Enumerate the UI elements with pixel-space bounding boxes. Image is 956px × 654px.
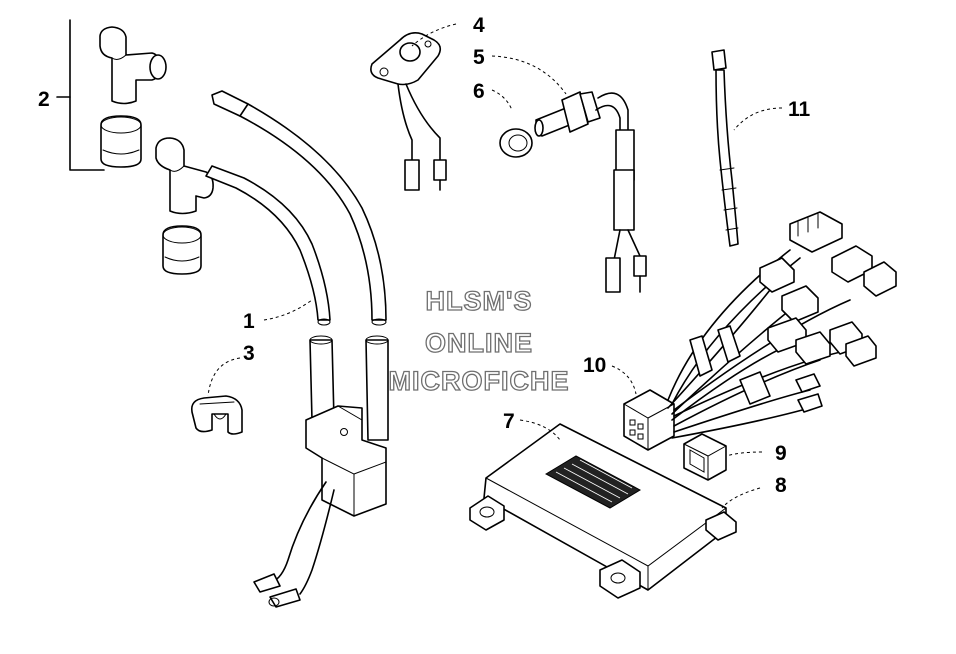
cdi-decal: [544, 455, 642, 509]
ignition-coil-assembly: [205, 90, 389, 608]
watermark-line-3: MICROFICHE: [389, 366, 570, 396]
watermark-line-2: ONLINE: [425, 328, 533, 358]
callout-1[interactable]: 1: [243, 310, 255, 333]
callout-3[interactable]: 3: [243, 342, 255, 365]
watermark: HLSM'S ONLINE MICROFICHE: [388, 285, 570, 396]
callout-6[interactable]: 6: [473, 80, 485, 103]
sensor-bracket: [370, 32, 447, 191]
connector-cap: [683, 433, 727, 481]
temperature-sensor: [534, 91, 647, 293]
callout-2[interactable]: 2: [38, 88, 50, 111]
callout-10[interactable]: 10: [583, 354, 606, 377]
callout-7[interactable]: 7: [503, 410, 515, 433]
leader-lines: [207, 23, 783, 509]
callout-8[interactable]: 8: [775, 474, 787, 497]
spark-plug-cap-kit: [56, 19, 214, 275]
callout-9[interactable]: 9: [775, 442, 787, 465]
watermark-line-1: HLSM'S: [426, 286, 533, 316]
cable-tie: [711, 49, 739, 247]
cdi-wire-harness: [623, 211, 897, 451]
callout-4[interactable]: 4: [473, 14, 485, 37]
cdi-module: [469, 423, 737, 599]
wire-clip: [190, 395, 243, 435]
callout-11[interactable]: 11: [788, 98, 811, 121]
callout-labels: 1 2 3 4 5 6 7 8 9 10 11: [38, 14, 811, 497]
sensor-o-ring: [499, 128, 533, 158]
callout-5[interactable]: 5: [473, 46, 485, 69]
